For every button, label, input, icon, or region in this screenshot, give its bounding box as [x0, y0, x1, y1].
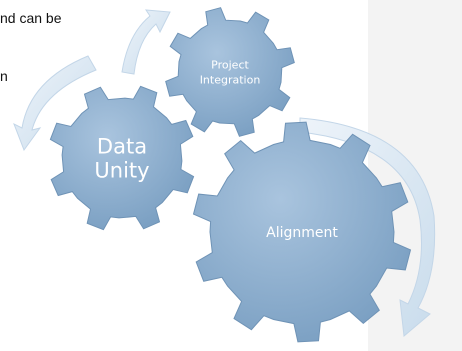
gear-alignment: Alignment: [192, 121, 412, 343]
gear-alignment-shape: [192, 121, 412, 343]
gear-project-integration-shape: [165, 7, 295, 137]
gear-alignment-label: Alignment: [266, 225, 338, 241]
gear-data-unity-label: Data: [97, 134, 147, 158]
cycle-arrow-right: [299, 117, 436, 337]
gear-data-unity-shape: [49, 85, 195, 231]
document-text-fragment: n: [0, 68, 8, 84]
cycle-arrow-top: [121, 9, 171, 75]
gear-data-unity-label: Unity: [94, 158, 149, 182]
document-text-line: nd can be: [0, 10, 62, 26]
gear-project-integration-label: Project: [211, 58, 249, 71]
gear-project-integration-label: Integration: [200, 73, 261, 86]
cycle-arrow-left: [13, 55, 97, 152]
